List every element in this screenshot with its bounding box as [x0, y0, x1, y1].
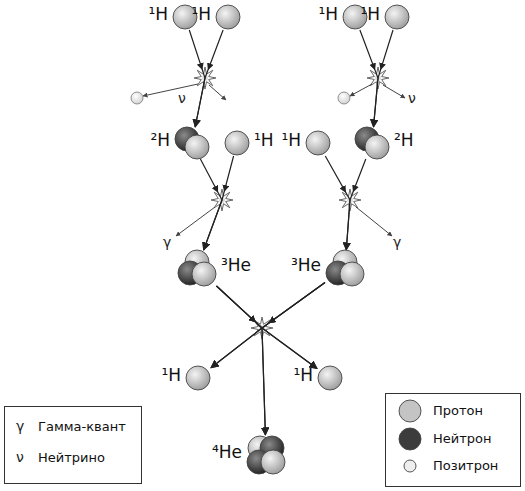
particle: ²H: [354, 127, 390, 159]
legend-text: Протон: [433, 403, 483, 419]
particle-spheres: [384, 4, 410, 30]
legend-symbol: γ: [16, 418, 24, 434]
reaction-arrow: [262, 283, 325, 369]
reaction-arrow: [200, 159, 222, 250]
isotope-label: ¹H: [281, 130, 301, 150]
product-symbol: γ: [393, 234, 401, 250]
legend-text: Позитрон: [433, 458, 498, 474]
reaction-arrow: [262, 283, 325, 436]
positron: [338, 92, 350, 104]
particle: ¹H: [384, 4, 410, 30]
legend-text: Нейтрон: [433, 431, 492, 447]
isotope-label: ³He: [291, 255, 321, 275]
legend-symbol: ν: [16, 449, 24, 465]
particle-spheres: [224, 130, 250, 156]
legend-text: Нейтрино: [38, 450, 105, 466]
isotope-label: ¹H: [254, 130, 274, 150]
particle: ¹H: [305, 130, 331, 156]
reaction-arrow: [211, 286, 262, 368]
reaction-arrow: [195, 30, 223, 127]
particle: ¹H: [317, 365, 343, 391]
particle: ³He: [325, 250, 365, 286]
particle: ¹H: [215, 4, 241, 30]
legend-text: Гамма-квант: [38, 419, 126, 435]
reaction-arrow: [325, 156, 350, 250]
legend-box: [4, 406, 142, 484]
legend-swatch: [398, 399, 422, 423]
product-symbol: ν: [178, 90, 186, 106]
isotope-label: ¹H: [293, 365, 313, 385]
isotope-label: ¹H: [161, 365, 181, 385]
particle: ¹H: [224, 130, 250, 156]
particle-spheres: [305, 130, 331, 156]
legend-swatch: [398, 427, 422, 451]
reaction-arrow: [346, 159, 366, 250]
reaction-arrow: [204, 156, 234, 250]
particle-spheres: [325, 250, 365, 286]
product-symbol: γ: [163, 234, 171, 250]
isotope-label: ²H: [394, 130, 414, 150]
particle-spheres: [354, 127, 390, 159]
isotope-label: ³He: [221, 255, 251, 275]
particle: ¹H: [185, 365, 211, 391]
particle-spheres: [185, 365, 211, 391]
reaction-arrow: [217, 286, 266, 435]
particle-spheres: [174, 127, 210, 159]
particle-spheres: [177, 250, 217, 286]
particle: ²H: [174, 127, 210, 159]
particle: ⁴He: [246, 435, 286, 475]
isotope-label: ⁴He: [212, 442, 242, 462]
particle-spheres: [215, 4, 241, 30]
isotope-label: ¹H: [191, 4, 211, 24]
isotope-label: ²H: [150, 130, 170, 150]
particle-spheres: [246, 435, 286, 475]
isotope-label: ¹H: [318, 4, 338, 24]
product-symbol: ν: [408, 90, 416, 106]
legend-swatch: [398, 454, 422, 478]
positron: [131, 92, 143, 104]
particle: ³He: [177, 250, 217, 286]
isotope-label: ¹H: [148, 4, 168, 24]
particle-spheres: [317, 365, 343, 391]
reaction-arrow: [189, 30, 205, 127]
isotope-label: ¹H: [360, 4, 380, 24]
reaction-arrow: [217, 286, 318, 368]
reaction-arrow: [374, 30, 394, 127]
